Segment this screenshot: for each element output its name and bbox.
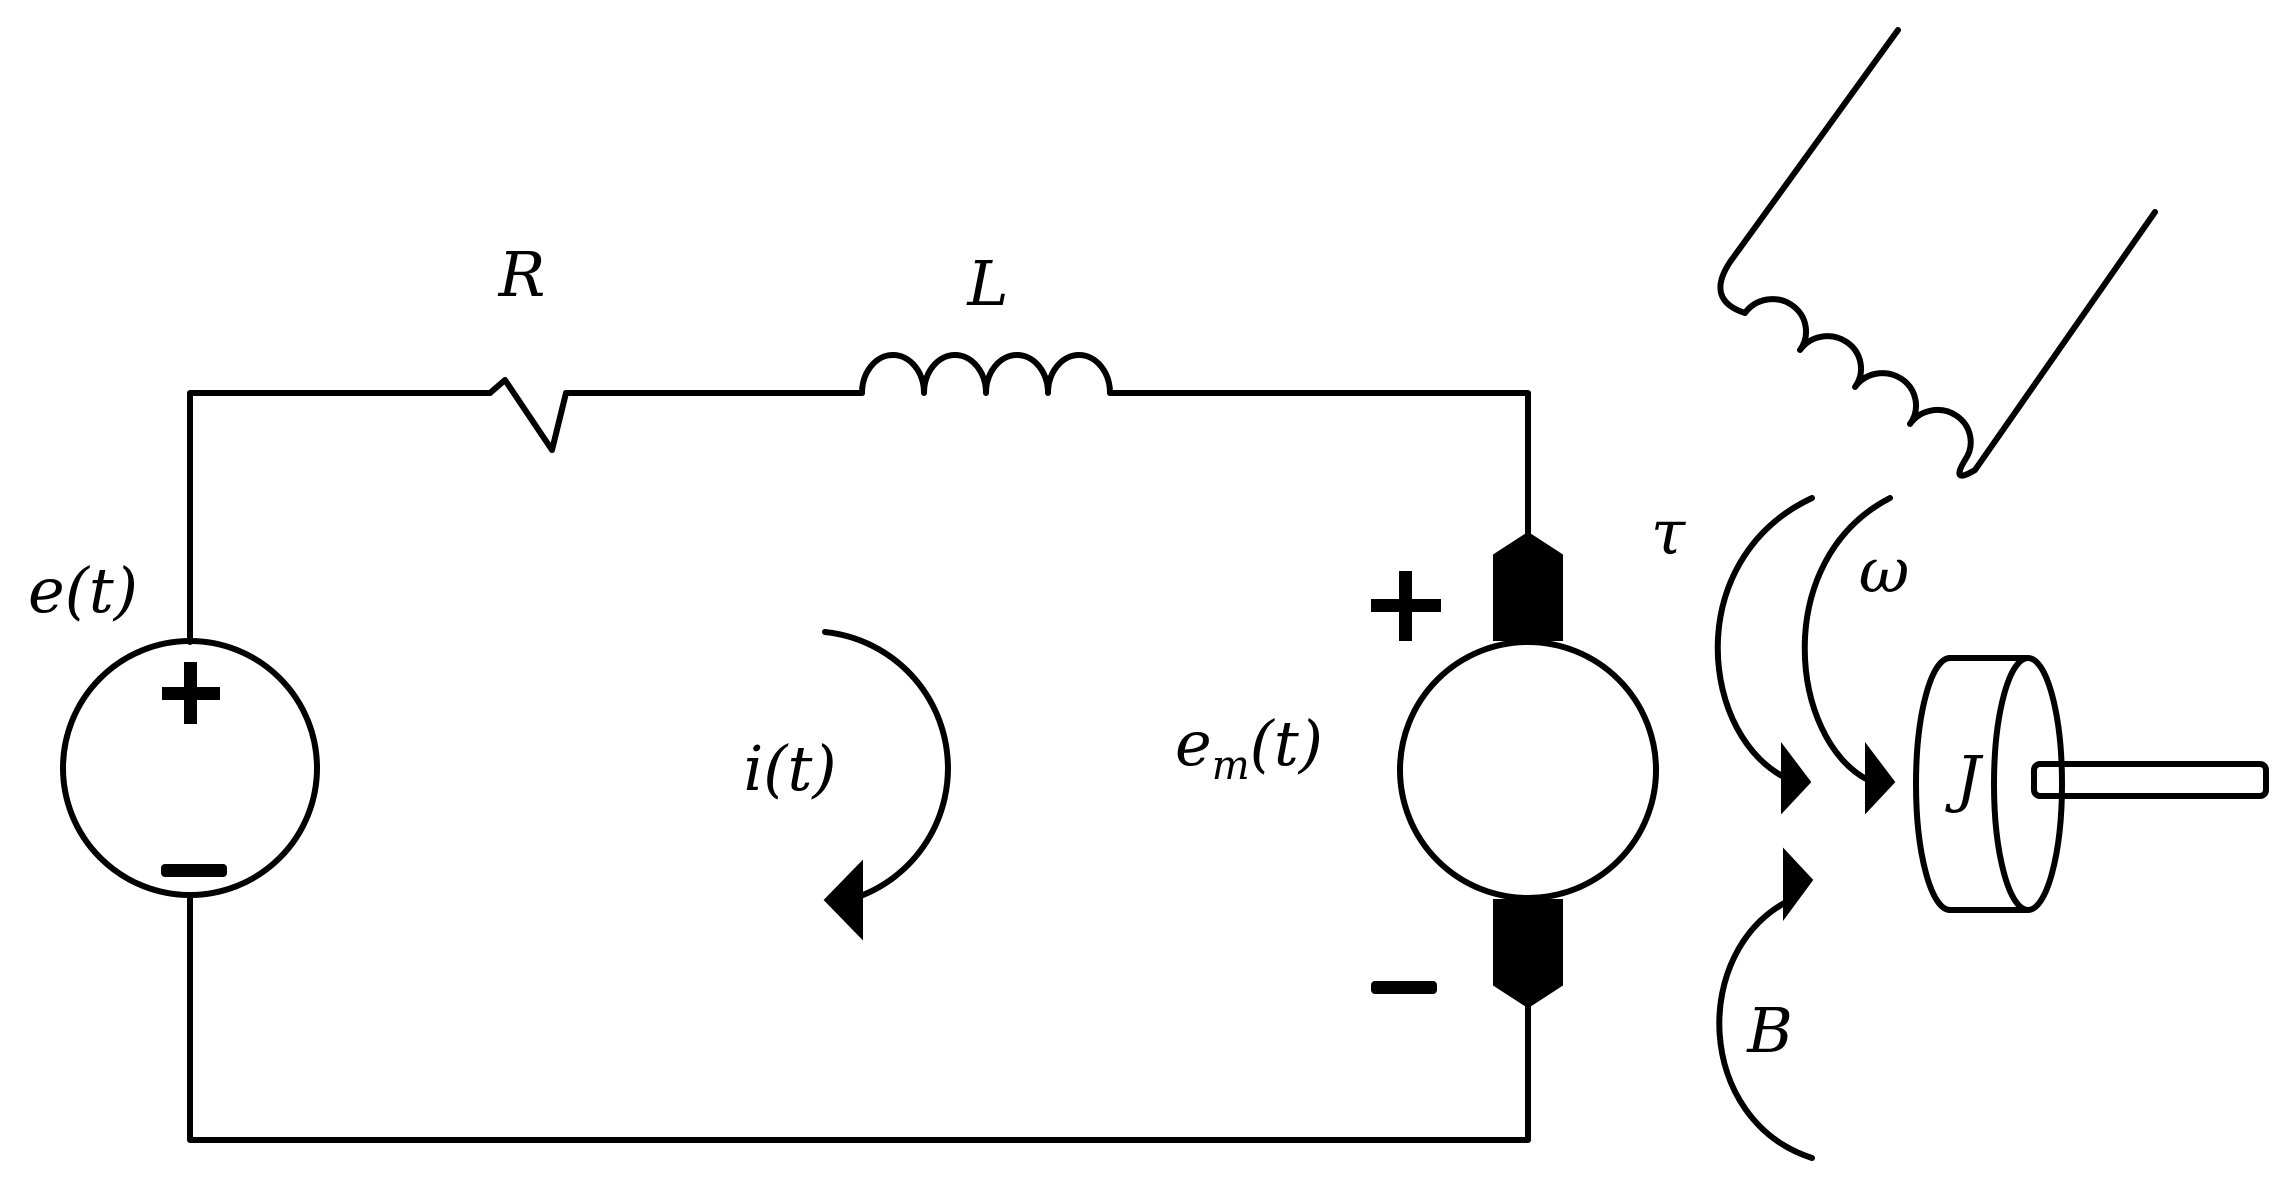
back-emf-base: e bbox=[1175, 707, 1212, 780]
circuit-wires bbox=[187, 390, 1531, 1143]
voltage-source bbox=[60, 638, 320, 898]
motor-bottom-brush bbox=[1493, 899, 1563, 1009]
source-voltage-label: e(t) bbox=[28, 554, 138, 627]
damping-arrow-arc bbox=[1716, 897, 1815, 1161]
motor-top-brush bbox=[1493, 531, 1563, 641]
inertia-label: J bbox=[1945, 742, 1984, 815]
field-coil-winding bbox=[1717, 27, 2158, 479]
current-arrowhead-icon bbox=[823, 859, 863, 941]
dc-motor-circle-icon bbox=[1397, 639, 1659, 901]
back-emf-label: em(t) bbox=[1175, 707, 1323, 789]
omega-label: ω bbox=[1859, 534, 1910, 607]
omega-arrow-arc bbox=[1801, 495, 1893, 783]
inductor-coil bbox=[859, 352, 1113, 396]
resistor-zigzag bbox=[487, 377, 569, 453]
source-plus-vertical bbox=[184, 662, 197, 724]
voltage-source-circle-icon bbox=[60, 638, 320, 898]
dc-motor bbox=[1371, 531, 1659, 1009]
resistor-label: R bbox=[498, 238, 546, 311]
omega-arrowhead-icon bbox=[1865, 742, 1896, 815]
damping-label: B bbox=[1746, 994, 1793, 1067]
damping-arrowhead-icon bbox=[1783, 847, 1814, 922]
rotor-disk-face bbox=[1991, 655, 2065, 913]
torque-arrow-arc bbox=[1714, 495, 1815, 783]
current-arrow-arc bbox=[822, 629, 951, 901]
wire-left-top bbox=[187, 390, 493, 645]
rotor-shaft bbox=[2031, 761, 2269, 799]
wire-right-top bbox=[1107, 390, 1531, 536]
wire-right-bottom-left-bottom bbox=[187, 895, 1531, 1143]
rotor-inertia bbox=[1913, 655, 2269, 913]
motor-plus-vertical bbox=[1399, 571, 1412, 641]
torque-label: τ bbox=[1651, 496, 1687, 569]
motor-minus bbox=[1371, 981, 1437, 994]
current-label: i(t) bbox=[743, 732, 836, 805]
back-emf-tail: (t) bbox=[1250, 707, 1323, 780]
torque-arrowhead-icon bbox=[1781, 742, 1812, 815]
source-minus bbox=[161, 864, 227, 877]
inductor-label: L bbox=[966, 247, 1008, 320]
back-emf-sub: m bbox=[1212, 743, 1250, 789]
rotor-disk-body bbox=[1913, 655, 2031, 913]
